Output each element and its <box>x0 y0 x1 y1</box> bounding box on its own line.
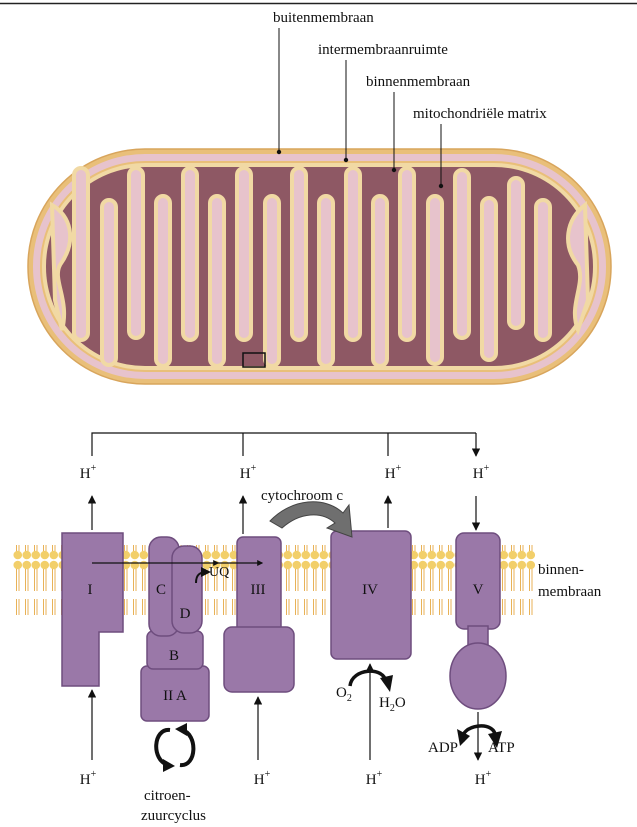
cytochrome-c-arrow <box>270 502 352 537</box>
label-complex-IIA: II A <box>163 688 187 704</box>
complex-III-lower <box>224 627 294 692</box>
label-complex-D: D <box>180 606 191 622</box>
label-matrix: mitochondriële matrix <box>413 106 547 122</box>
label-O2: O2 <box>336 685 352 704</box>
label-binnenmembraan: binnenmembraan <box>366 74 471 90</box>
label-membraan: membraan <box>538 584 602 600</box>
label-complex-B: B <box>169 648 179 664</box>
label-complex-V: V <box>473 582 484 598</box>
proton-top-III: H+ <box>240 463 257 482</box>
label-citric-cycle-2: zuurcyclus <box>141 808 206 824</box>
mitochondrion <box>28 149 611 384</box>
complex-V-head <box>450 643 506 709</box>
proton-top-V: H+ <box>473 463 490 482</box>
complex-V-stalk <box>456 533 500 629</box>
label-complex-III: III <box>251 582 266 598</box>
label-cytochrome-c: cytochroom c <box>261 488 343 504</box>
label-ADP: ADP <box>428 740 458 756</box>
proton-top-IV: H+ <box>385 463 402 482</box>
label-complex-IV: IV <box>362 582 378 598</box>
label-complex-C: C <box>156 582 166 598</box>
proton-bottom-I: H+ <box>80 769 97 788</box>
label-ATP: ATP <box>488 740 515 756</box>
label-buitenmembraan: buitenmembraan <box>273 10 374 26</box>
proton-bottom-IV: H+ <box>366 769 383 788</box>
h-bracket <box>92 433 476 456</box>
label-binnen: binnen- <box>538 562 584 578</box>
proton-bottom-V: H+ <box>475 769 492 788</box>
proton-bottom-III: H+ <box>254 769 271 788</box>
citric-cycle-icon <box>156 730 193 765</box>
label-UQ: UQ <box>209 565 229 580</box>
label-H2O: H2O <box>379 695 406 714</box>
label-complex-I: I <box>88 582 93 598</box>
complex-I <box>62 533 123 686</box>
label-citric-cycle-1: citroen- <box>144 788 191 804</box>
proton-top-I: H+ <box>80 463 97 482</box>
label-intermembraanruimte: intermembraanruimte <box>318 42 448 58</box>
